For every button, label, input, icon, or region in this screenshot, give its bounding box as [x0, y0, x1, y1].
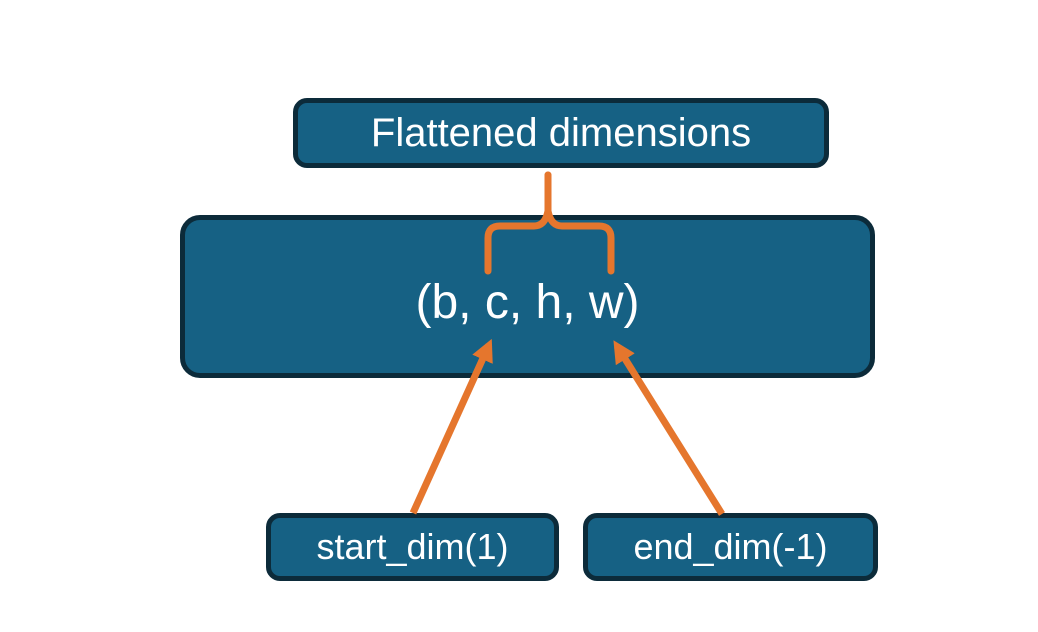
- flattened-dimensions-label: Flattened dimensions: [370, 110, 752, 155]
- end-dim-box: end_dim(-1): [583, 513, 878, 581]
- start-dim-label: start_dim(1): [316, 526, 509, 567]
- flattened-dimensions-box: Flattened dimensions: [293, 98, 829, 168]
- end-dim-label: end_dim(-1): [633, 526, 828, 567]
- tensor-shape-label: (b, c, h, w): [415, 276, 640, 329]
- tensor-shape-box: (b, c, h, w): [180, 215, 875, 378]
- start-dim-box: start_dim(1): [266, 513, 559, 581]
